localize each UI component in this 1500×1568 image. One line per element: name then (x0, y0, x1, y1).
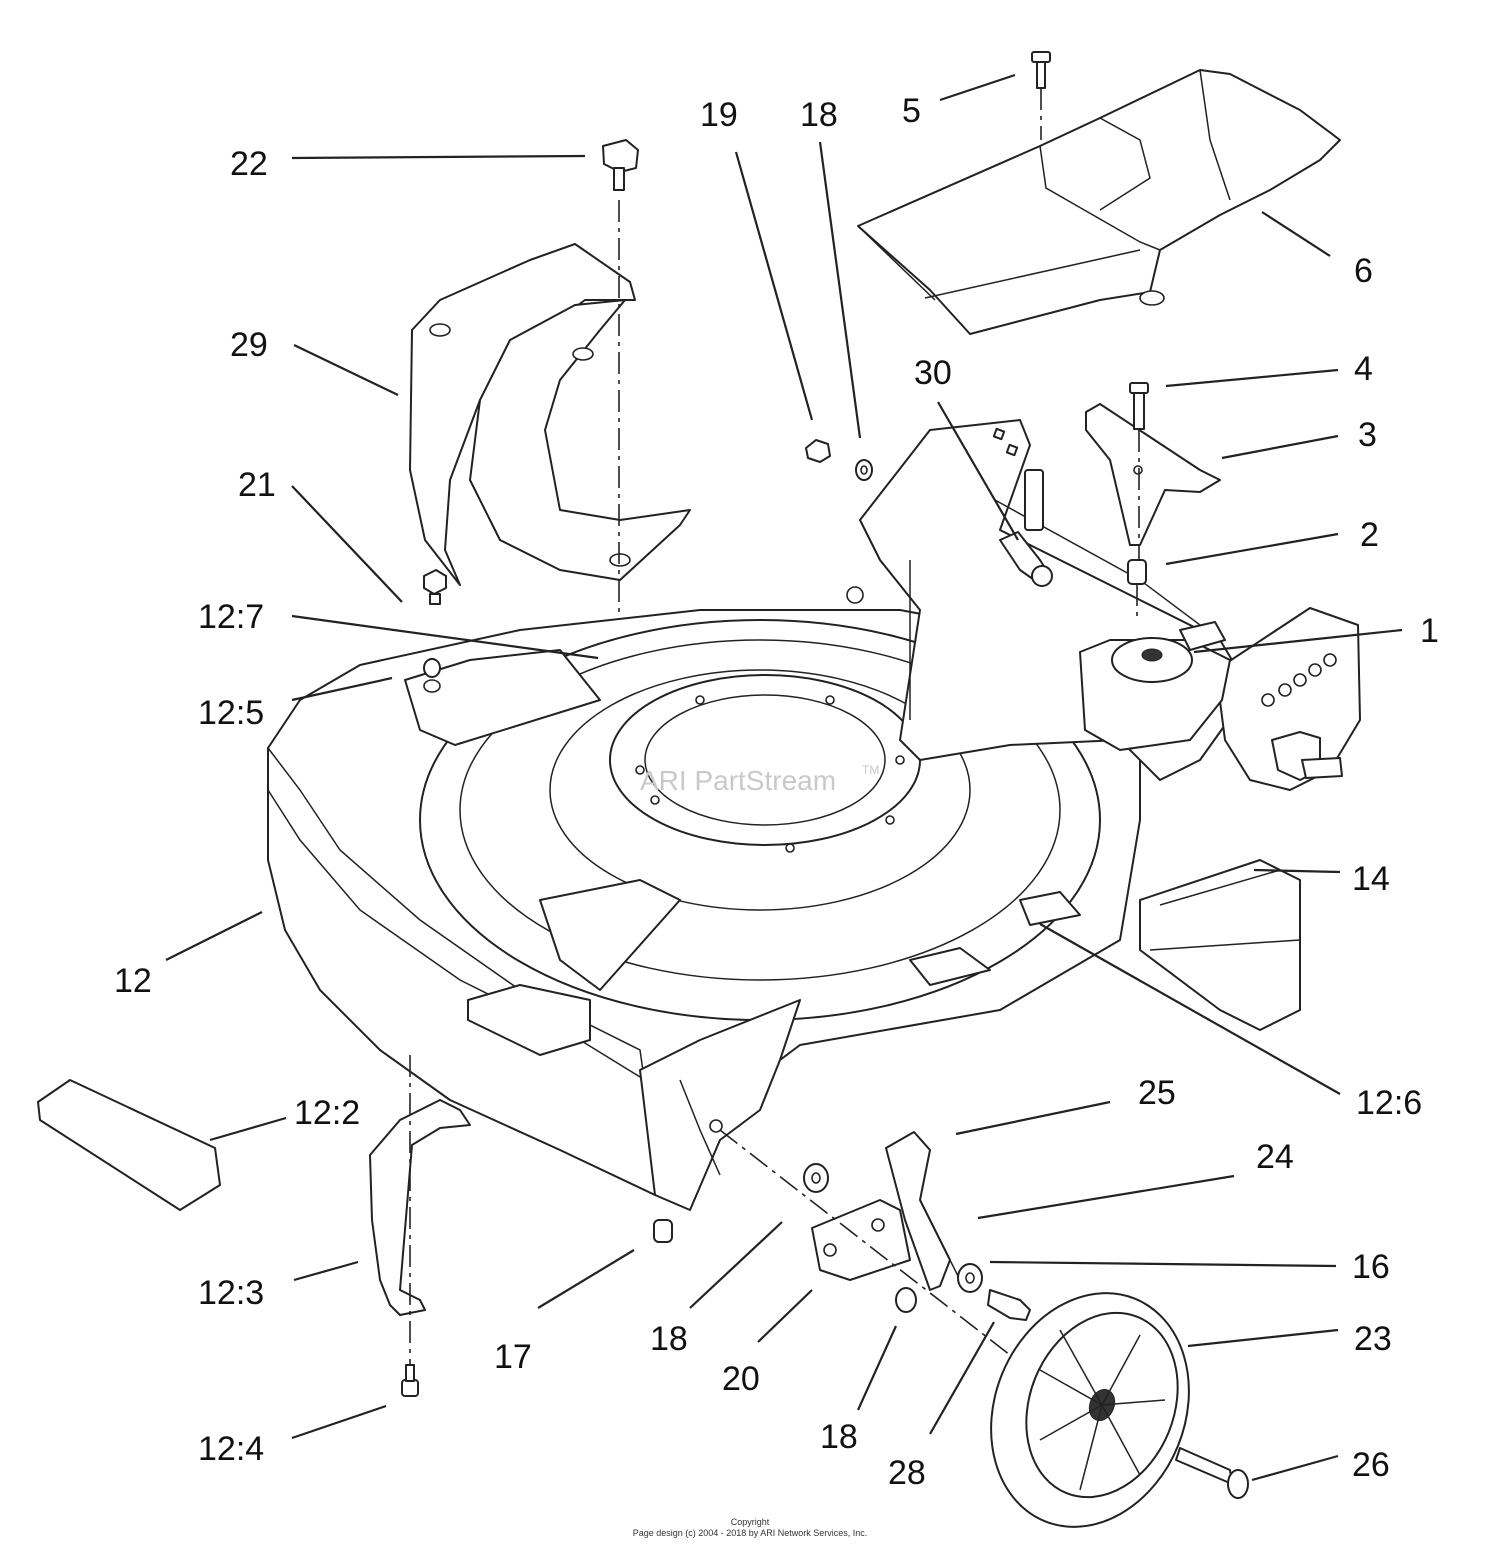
callout-14: 14 (1352, 860, 1390, 898)
callout-12-6: 12:6 (1356, 1084, 1422, 1122)
callout-20: 20 (722, 1360, 760, 1398)
callout-21: 21 (238, 466, 276, 504)
wheel-part-23 (990, 1292, 1190, 1528)
pulley-part-1 (1079, 621, 1231, 751)
washer-part-18-lower (895, 1287, 917, 1313)
baffle-part-29 (409, 243, 691, 586)
callout-19: 19 (700, 96, 738, 134)
rear-bar-part-14 (1139, 859, 1301, 1031)
axle-bolt-part-26 (1175, 1447, 1249, 1499)
watermark-text: ARI PartStream (640, 765, 836, 796)
callout-16: 16 (1352, 1248, 1390, 1286)
callout-2: 2 (1360, 516, 1379, 554)
callout-12-2: 12:2 (294, 1094, 360, 1132)
bolt-part-28 (987, 1289, 1031, 1321)
callout-25: 25 (1138, 1074, 1176, 1112)
footer: Copyright Page design (c) 2004 - 2018 by… (633, 1517, 868, 1538)
mower-deck-part-12 (267, 419, 1361, 1211)
callout-18-lower: 18 (820, 1418, 858, 1456)
callout-18-top: 18 (800, 96, 838, 134)
callout-5: 5 (902, 92, 921, 130)
clip-part-12-3 (369, 1099, 471, 1316)
callout-12: 12 (114, 962, 152, 1000)
nut-part-17 (653, 1219, 673, 1243)
callout-17: 17 (494, 1338, 532, 1376)
washer-part-16 (957, 1263, 983, 1293)
callout-30: 30 (914, 354, 952, 392)
callout-12-7: 12:7 (198, 598, 264, 636)
callout-3: 3 (1358, 416, 1377, 454)
callout-24: 24 (1256, 1138, 1294, 1176)
callout-6: 6 (1354, 252, 1373, 290)
watermark-trademark: TM (862, 763, 879, 777)
bolt-part-21 (423, 569, 447, 605)
callout-23: 23 (1354, 1320, 1392, 1358)
callout-18-front: 18 (650, 1320, 688, 1358)
bracket-part-3 (1085, 403, 1221, 546)
leader-lines (165, 73, 1403, 1482)
washer-part-12-5 (423, 658, 441, 693)
callout-12-4: 12:4 (198, 1430, 264, 1468)
callout-12-5: 12:5 (198, 694, 264, 732)
watermark: ARI PartStream TM (640, 763, 879, 796)
callout-29: 29 (230, 326, 268, 364)
footer-page-design: Page design (c) 2004 - 2018 by ARI Netwo… (633, 1528, 868, 1538)
screw-part-12-4 (401, 1364, 419, 1397)
washer-part-18-top (855, 459, 873, 481)
washer-part-18-front (803, 1163, 829, 1193)
callout-4: 4 (1354, 350, 1373, 388)
nut-part-19 (805, 439, 831, 463)
bolt-part-5 (1031, 51, 1051, 140)
stud-part-30 (999, 531, 1053, 587)
mounting-plate-part-20 (811, 1199, 911, 1281)
bolt-part-4 (1129, 382, 1149, 560)
callout-22: 22 (230, 145, 268, 183)
callout-28: 28 (888, 1454, 926, 1492)
footer-copyright: Copyright (731, 1517, 770, 1527)
discharge-cover-part-6 (857, 69, 1341, 335)
callout-26: 26 (1352, 1446, 1390, 1484)
spacer-part-2 (1127, 559, 1147, 620)
callout-12-3: 12:3 (198, 1274, 264, 1312)
callout-1: 1 (1420, 612, 1439, 650)
callout-labels: 22 19 18 5 6 29 30 4 3 21 2 12:7 1 12:5 … (114, 92, 1439, 1492)
decal-part-12-2 (37, 1079, 221, 1211)
